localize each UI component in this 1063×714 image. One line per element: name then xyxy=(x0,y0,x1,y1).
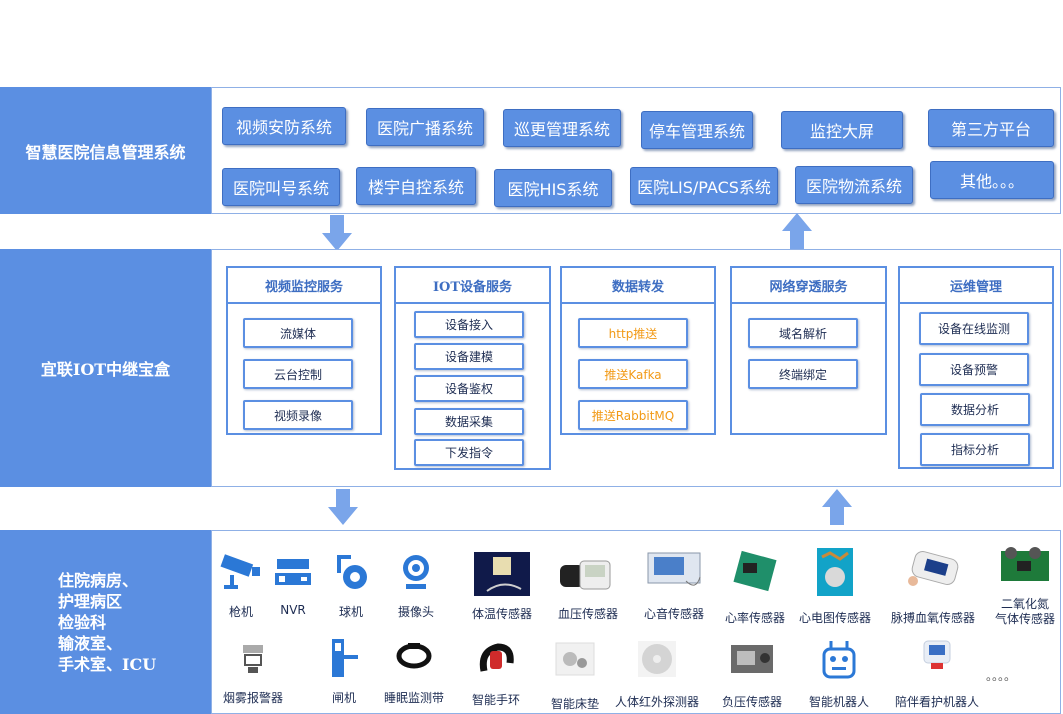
devices-panel: 枪机 NVR 球机 摄像头 体温传感器 xyxy=(211,530,1061,714)
sleep-band-icon xyxy=(396,643,432,669)
service-iot-device: IOT设备服务 设备接入 设备建模 设备鉴权 数据采集 下发指令 xyxy=(394,266,551,470)
smoke-alarm-icon xyxy=(243,645,263,673)
system-queue-call[interactable]: 医院叫号系统 xyxy=(222,168,340,206)
service-item[interactable]: 推送Kafka xyxy=(578,359,688,389)
service-item[interactable]: 设备接入 xyxy=(414,311,524,338)
service-title: 视频监控服务 xyxy=(226,266,382,304)
pressure-sensor-icon xyxy=(731,645,773,673)
arrow-down-icon xyxy=(322,215,352,251)
service-title: IOT设备服务 xyxy=(394,266,551,304)
service-item[interactable]: 数据分析 xyxy=(920,393,1030,426)
dome-camera-icon xyxy=(337,555,367,589)
care-robot-icon xyxy=(923,640,951,669)
layer-title-top: 智慧医院信息管理系统 xyxy=(0,87,211,214)
nvr-icon xyxy=(275,559,311,585)
service-video-monitoring: 视频监控服务 流媒体 云台控制 视频录像 xyxy=(226,266,382,435)
service-item[interactable]: 设备预警 xyxy=(919,353,1029,386)
ecg-sensor-icon xyxy=(817,548,853,596)
service-item[interactable]: 设备在线监测 xyxy=(919,312,1029,345)
system-third-party[interactable]: 第三方平台 xyxy=(928,109,1054,147)
infrared-detector-icon xyxy=(638,641,676,677)
system-monitor-screen[interactable]: 监控大屏 xyxy=(781,111,903,149)
system-patrol[interactable]: 巡更管理系统 xyxy=(503,109,621,147)
service-item[interactable]: http推送 xyxy=(578,318,688,348)
systems-panel: 视频安防系统 医院广播系统 巡更管理系统 停车管理系统 监控大屏 第三方平台 医… xyxy=(211,87,1061,214)
robot-icon xyxy=(822,641,856,679)
webcam-icon xyxy=(403,555,429,589)
arrow-up-icon xyxy=(782,213,812,249)
device-label: 体温传感器 xyxy=(471,607,532,621)
system-lis-pacs[interactable]: 医院LIS/PACS系统 xyxy=(630,167,778,205)
device-label: 心率传感器 xyxy=(724,611,785,625)
service-title: 数据转发 xyxy=(560,266,716,304)
device-label: 脉搏血氧传感器 xyxy=(890,611,975,625)
device-label: 陪伴看护机器人 xyxy=(894,695,979,709)
service-item[interactable]: 域名解析 xyxy=(748,318,858,348)
service-item[interactable]: 云台控制 xyxy=(243,359,353,389)
services-panel: 视频监控服务 流媒体 云台控制 视频录像 IOT设备服务 设备接入 设备建模 设… xyxy=(211,249,1061,487)
device-label: 智能手环 xyxy=(471,693,520,707)
service-title: 网络穿透服务 xyxy=(730,266,887,304)
system-parking[interactable]: 停车管理系统 xyxy=(641,111,753,149)
service-item[interactable]: 推送RabbitMQ xyxy=(578,400,688,430)
service-data-forwarding: 数据转发 http推送 推送Kafka 推送RabbitMQ xyxy=(560,266,716,435)
device-label: 智能床垫 xyxy=(550,697,599,711)
arrow-up-icon xyxy=(822,489,852,525)
bullet-camera-icon xyxy=(220,554,260,589)
service-title: 运维管理 xyxy=(898,266,1054,304)
pulse-oximeter-icon xyxy=(908,551,959,586)
blood-pressure-sensor-icon xyxy=(560,560,611,590)
system-logistics[interactable]: 医院物流系统 xyxy=(795,166,913,204)
heart-rate-sensor-icon xyxy=(733,550,777,592)
device-label: 二氧化氮 气体传感器 xyxy=(994,597,1055,626)
device-label: NVR xyxy=(280,603,306,617)
device-label: 负压传感器 xyxy=(721,695,782,709)
device-label: 。。。。 xyxy=(985,669,1016,683)
device-label: 人体红外探测器 xyxy=(614,695,699,709)
temperature-sensor-icon xyxy=(474,552,530,596)
service-item[interactable]: 流媒体 xyxy=(243,318,353,348)
arrow-down-icon xyxy=(328,489,358,525)
service-item[interactable]: 设备鉴权 xyxy=(414,375,524,402)
service-network-penetration: 网络穿透服务 域名解析 终端绑定 xyxy=(730,266,887,435)
heart-sound-sensor-icon xyxy=(647,552,701,586)
smart-band-icon xyxy=(479,643,514,672)
service-item[interactable]: 数据采集 xyxy=(414,408,524,435)
system-broadcast[interactable]: 医院广播系统 xyxy=(366,108,484,146)
service-item[interactable]: 指标分析 xyxy=(920,433,1030,466)
layer-title-middle: 宜联IOT中继宝盒 xyxy=(0,249,211,487)
system-his[interactable]: 医院HIS系统 xyxy=(494,169,612,207)
no2-gas-sensor-icon xyxy=(1001,547,1049,581)
gate-icon xyxy=(332,639,358,677)
device-label: 睡眠监测带 xyxy=(383,691,444,705)
service-item[interactable]: 下发指令 xyxy=(414,439,524,466)
device-label: 智能机器人 xyxy=(808,695,869,709)
smart-mattress-icon xyxy=(555,642,595,676)
device-label: 摄像头 xyxy=(397,605,434,619)
service-operations: 运维管理 设备在线监测 设备预警 数据分析 指标分析 xyxy=(898,266,1054,469)
service-item[interactable]: 视频录像 xyxy=(243,400,353,430)
device-label: 心电图传感器 xyxy=(798,611,871,625)
system-other[interactable]: 其他。。。 xyxy=(930,161,1054,199)
device-label: 心音传感器 xyxy=(643,607,704,621)
device-label: 烟雾报警器 xyxy=(222,691,283,705)
device-label: 球机 xyxy=(338,605,363,619)
service-item[interactable]: 终端绑定 xyxy=(748,359,858,389)
device-label: 血压传感器 xyxy=(557,607,618,621)
device-label: 枪机 xyxy=(228,605,253,619)
service-item[interactable]: 设备建模 xyxy=(414,343,524,370)
system-building-control[interactable]: 楼宇自控系统 xyxy=(356,167,476,205)
device-label: 闸机 xyxy=(331,691,356,705)
system-video-security[interactable]: 视频安防系统 xyxy=(222,107,346,145)
